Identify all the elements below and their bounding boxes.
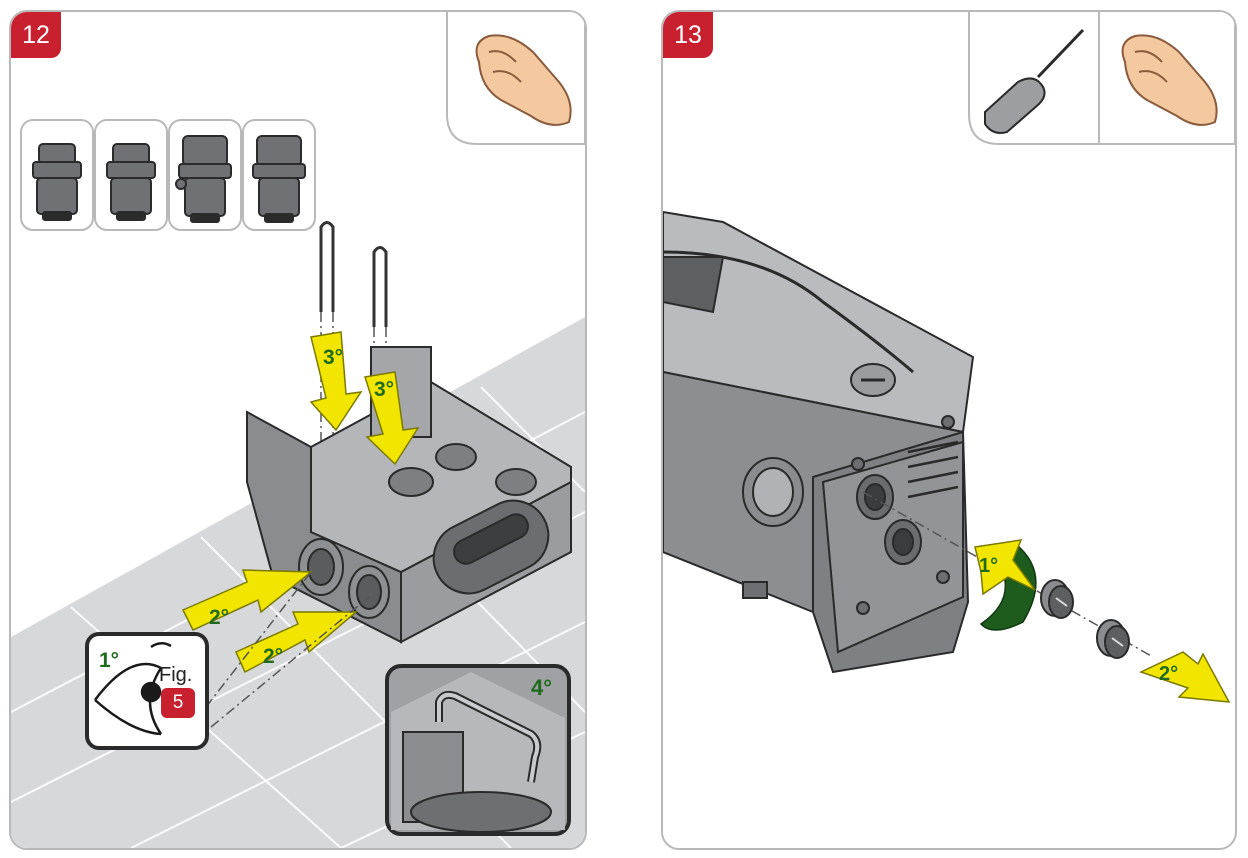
- fitting-icon: [32, 135, 306, 223]
- u-clips: [319, 221, 388, 327]
- figure-reference-label: Fig.: [159, 664, 193, 686]
- rotation-indicator: [979, 540, 1037, 631]
- arrow-label-1: 1°: [99, 649, 119, 672]
- hand-icon: [1121, 34, 1218, 126]
- arrow-label-3-a: 3°: [323, 346, 343, 369]
- step-number-badge: 12: [11, 12, 61, 58]
- arrow-label-4: 4°: [531, 675, 552, 700]
- arrow-label-3-b: 3°: [374, 378, 394, 401]
- arrow-label-2: 2°: [1159, 663, 1178, 685]
- arrow-label-1: 1°: [979, 555, 998, 577]
- hand-icon: [475, 34, 572, 126]
- direction-arrows: [181, 331, 420, 674]
- step-12-illustration: 3° 3° 2° 2° 1°: [11, 12, 585, 848]
- arrow-label-2-b: 2°: [263, 645, 283, 668]
- eye-inspection-inset: 1°: [85, 632, 209, 750]
- removal-arrow: [1139, 651, 1231, 703]
- tools-box: [968, 12, 1235, 145]
- pump-unit: [663, 210, 975, 674]
- rotation-arrow: [974, 539, 1036, 596]
- step-13-illustration: 1° 2°: [663, 12, 1235, 703]
- clip-detail-inset: 4°: [385, 664, 571, 836]
- hand-tool-box: [446, 12, 585, 145]
- eye-icon: [94, 642, 172, 736]
- drain-plugs: [1040, 579, 1130, 659]
- screwdriver-icon: [984, 28, 1085, 134]
- step-number-badge: 13: [663, 12, 713, 58]
- arrow-label-2-a: 2°: [209, 606, 229, 629]
- step-12-panel: 3° 3° 2° 2° 1°: [9, 10, 587, 850]
- figure-number-badge: 5: [161, 688, 195, 718]
- step-13-panel: 1° 2° 13: [661, 10, 1237, 850]
